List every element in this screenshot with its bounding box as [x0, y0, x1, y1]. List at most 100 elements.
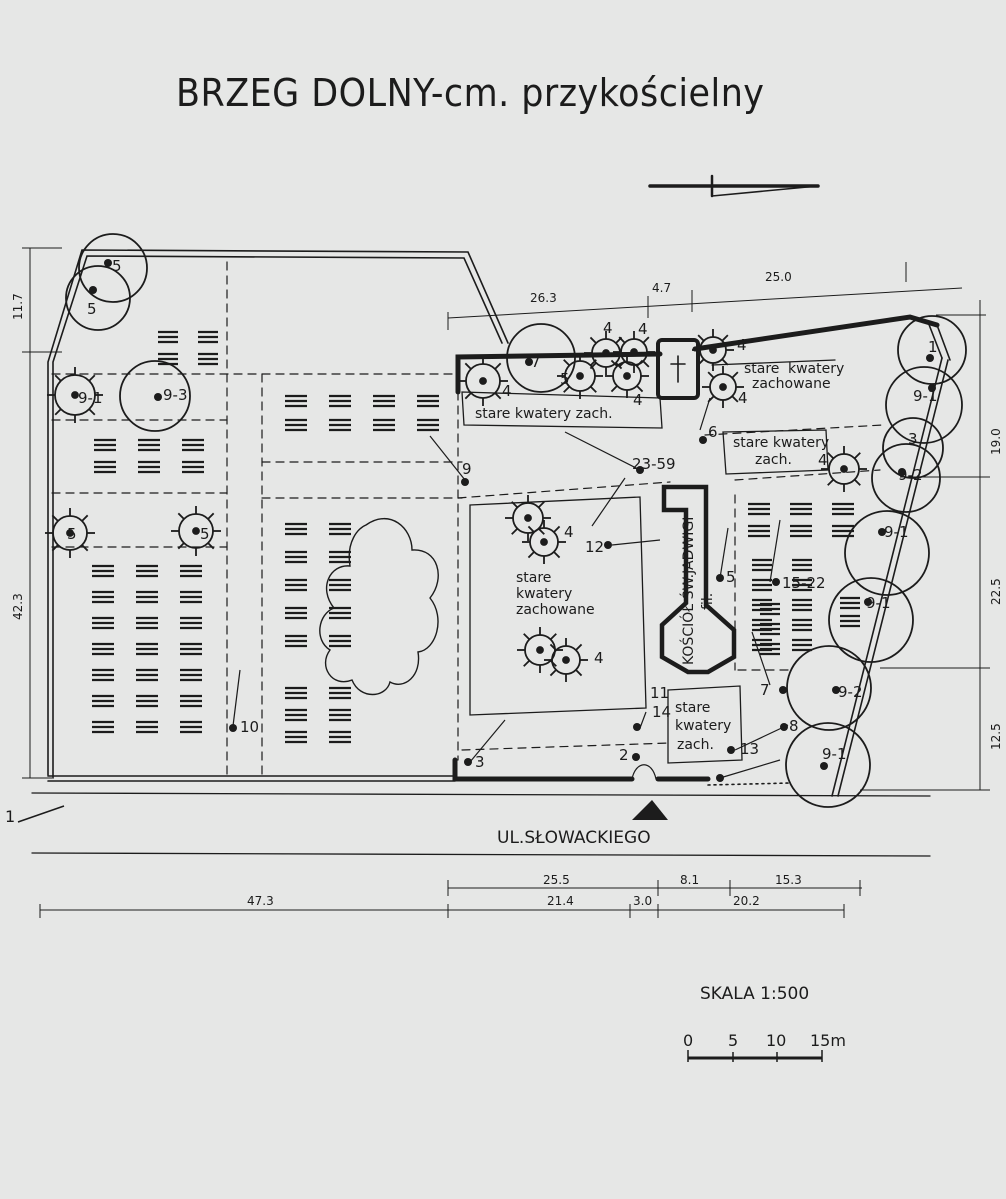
marker-14: 14 — [652, 703, 671, 721]
scale-tick-0: 0 — [683, 1031, 693, 1050]
marker-12: 12 — [585, 538, 604, 556]
tree-trunk — [576, 372, 584, 380]
marker-9-3: 9-3 — [163, 386, 188, 404]
tree-spike — [464, 362, 472, 370]
label-sk-top-right-3: zachowane — [752, 376, 831, 392]
dimension-lines — [17, 247, 990, 918]
tree-icon — [119, 360, 191, 432]
marker-7: 7 — [760, 681, 770, 699]
tree-spike — [511, 501, 519, 509]
marker-6b: 5 — [87, 300, 97, 318]
tree-spike — [589, 336, 597, 344]
tree-spike — [721, 334, 729, 342]
tree-spike — [618, 336, 626, 344]
marker-labels: 5 5 9-3 9-1 5 5 10 9 3 23-59 12 6 5 15-2… — [67, 257, 938, 771]
tree-spike — [697, 358, 705, 366]
street-edges — [31, 792, 931, 857]
north-arrow-icon — [648, 174, 820, 198]
marker-9-1-r2: 9-1 — [884, 523, 909, 541]
tree-spike — [589, 385, 597, 393]
right-edge-path — [831, 321, 951, 797]
tree-trunk — [630, 348, 638, 356]
dim-left-11-7: 11.7 — [11, 293, 25, 320]
tree-spike — [88, 408, 96, 416]
label-sk-top-right-2: kwatery — [788, 361, 844, 377]
scale-tick-10: 10 — [766, 1031, 786, 1050]
tree-spike — [527, 525, 535, 533]
tree-spike — [511, 527, 519, 535]
tree-trunk — [840, 465, 848, 473]
dim-right-19-0: 19.0 — [989, 428, 1003, 455]
marker-9-1-r3: 9-1 — [866, 594, 891, 612]
label-sk-bottom-2: kwatery — [675, 718, 731, 734]
marker-9-1-b: 9-1 — [822, 745, 847, 763]
scale-tick-15m: 15m — [810, 1031, 846, 1050]
label-sk-right-2: zach. — [755, 452, 792, 468]
tree-spike — [494, 392, 502, 400]
label-sk-top-right-1: stare — [744, 361, 779, 377]
marker-1-street: 1 — [5, 807, 15, 826]
tree-spike — [51, 544, 59, 552]
cemetery-boundary — [47, 249, 509, 782]
tree-icon — [785, 722, 871, 808]
tree-spike — [563, 359, 571, 367]
tree-spike — [527, 551, 535, 559]
marker-4-a: 4 — [502, 382, 512, 400]
tree-spike — [549, 669, 557, 677]
dim-bottom-21-4: 21.4 — [547, 894, 574, 908]
marker-1: 1 — [928, 338, 938, 356]
tree-icon — [844, 510, 930, 596]
marker-11: 11 — [650, 684, 669, 702]
tree-trunk — [536, 646, 544, 654]
label-sk-center-3: zachowane — [516, 602, 595, 618]
marker-9-1-r1: 9-1 — [913, 387, 938, 405]
dim-right-12-5: 12.5 — [989, 723, 1003, 750]
scale-tick-labels: 0 5 10 15m — [683, 1031, 846, 1050]
tree-spike — [575, 669, 583, 677]
map-title: BRZEG DOLNY-cm. przykościelny — [176, 71, 765, 115]
entrance-arrow-icon — [632, 800, 668, 820]
tree-icon — [65, 265, 131, 331]
tree-spike — [537, 501, 545, 509]
marker-5-mid: 5 — [200, 525, 210, 543]
marker-9: 9 — [462, 460, 472, 478]
tree-spike — [697, 334, 705, 342]
tree-spike — [642, 336, 650, 344]
area-boxes — [461, 359, 836, 764]
tree-spike — [523, 633, 531, 641]
tree-spike — [51, 514, 59, 522]
tree-spike — [642, 360, 650, 368]
tree-trunk — [71, 391, 79, 399]
scale-label: SKALA 1:500 — [700, 984, 810, 1004]
tree-spike — [88, 374, 96, 382]
quarter-subdivisions — [51, 261, 884, 775]
dim-bottom-8-1: 8.1 — [680, 873, 699, 887]
area-labels: stare kwatery zach. stare kwatery zachow… — [475, 361, 844, 753]
church-name-label: KOŚCIÓŁ ŚW.JADWIGI — [679, 517, 697, 665]
dim-top-26-3: 26.3 — [530, 291, 557, 305]
tree-spike — [54, 374, 62, 382]
tree-spike — [827, 478, 835, 486]
church-building — [659, 484, 737, 675]
tree-icon — [828, 577, 914, 663]
tree-trunk — [66, 529, 74, 537]
tree-trunk — [623, 372, 631, 380]
tree-spike — [549, 633, 557, 641]
street-name: UL.SŁOWACKIEGO — [497, 828, 651, 848]
dim-top-4-7: 4.7 — [652, 281, 671, 295]
scale-tick-5: 5 — [728, 1031, 738, 1050]
marker-4-b: 4 — [603, 319, 613, 337]
marker-2: 2 — [619, 746, 629, 764]
marker-4-f: 4 — [738, 389, 748, 407]
marker-4-e: 4 — [737, 336, 747, 354]
marker-6a: 5 — [112, 257, 122, 275]
marker-4-c: 4 — [638, 320, 648, 338]
marker-5-left: 5 — [67, 525, 77, 543]
tree-spike — [494, 362, 502, 370]
tree-icon — [506, 323, 576, 393]
chapel-icon — [656, 338, 700, 400]
tree-spike — [54, 408, 62, 416]
marker-4-g: 4 — [564, 523, 574, 541]
marker-9-2-b: 9-2 — [838, 683, 863, 701]
tree-spike — [707, 371, 715, 379]
